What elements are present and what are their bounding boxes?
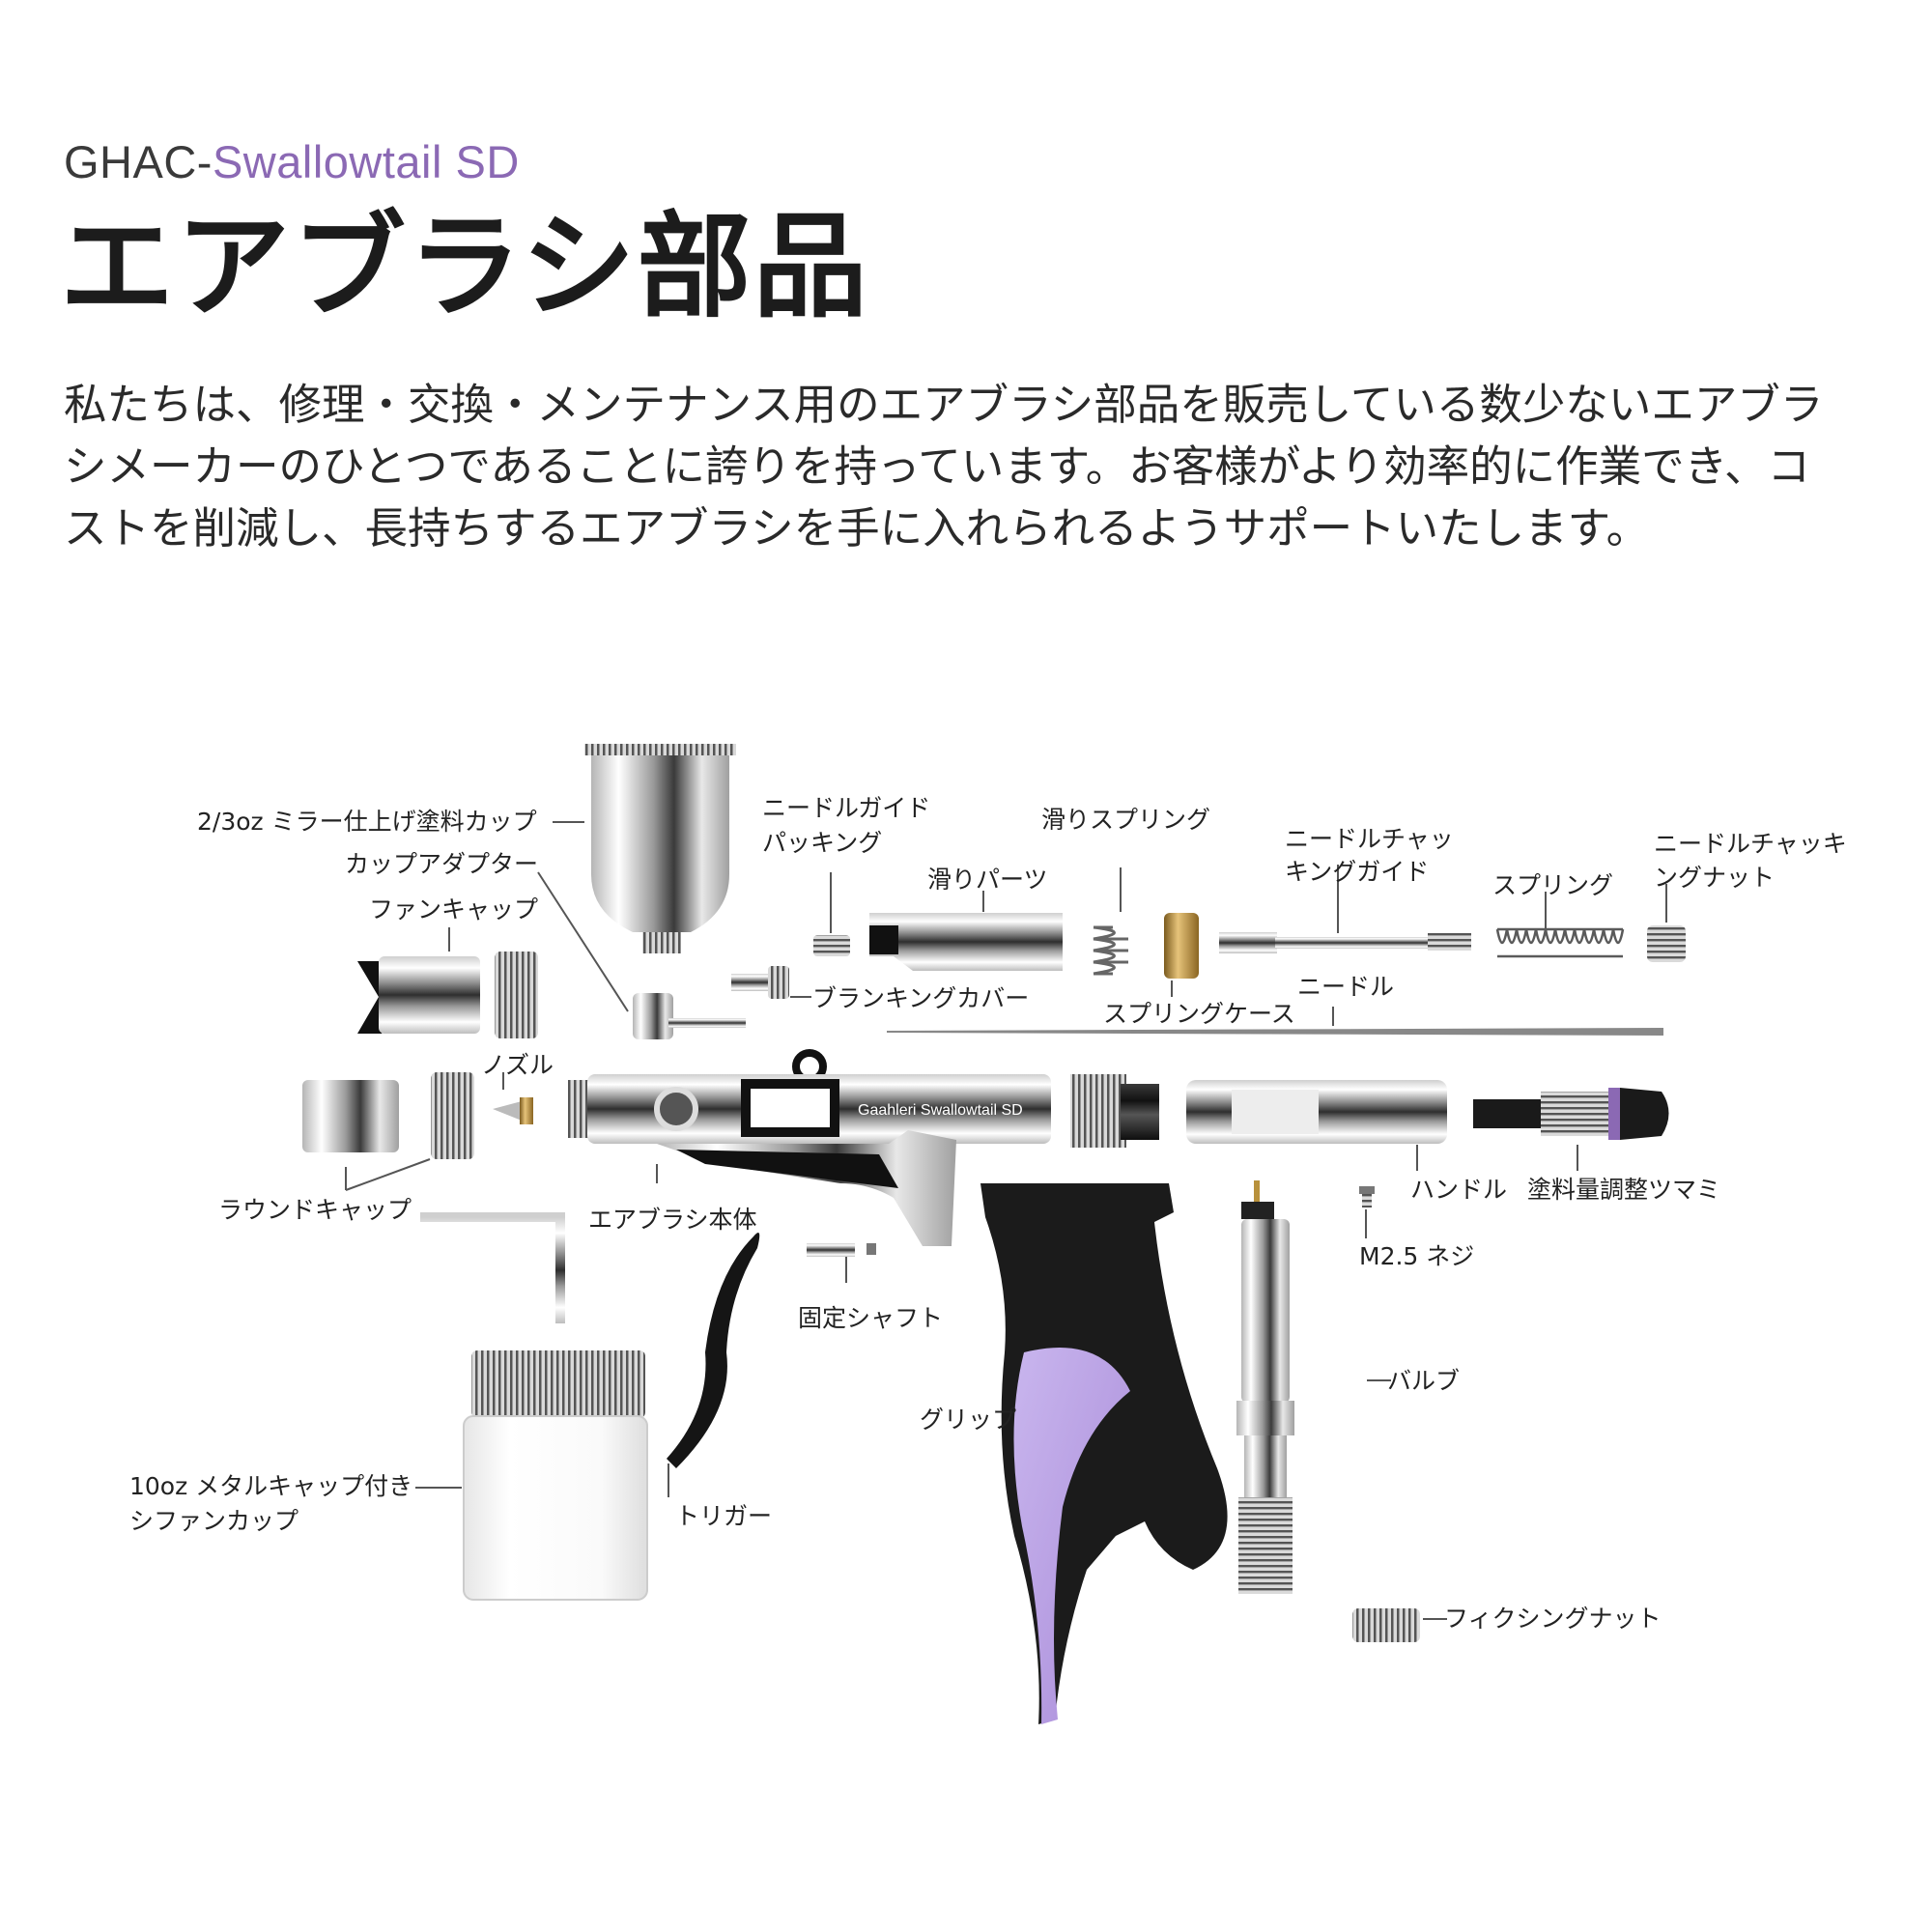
label-siphon-cup-1: 10oz メタルキャップ付き — [129, 1472, 413, 1500]
label-paint-adjust-knob: 塗料量調整ツマミ — [1527, 1176, 1721, 1204]
label-paint-cup: 2/3oz ミラー仕上げ塗料カップ — [197, 808, 537, 836]
brand-line: GHAC-Swallowtail SD — [64, 135, 520, 188]
label-fixing-nut: フィクシングナット — [1444, 1605, 1662, 1633]
grip-icon — [980, 1183, 1228, 1724]
label-slide-spring: 滑りスプリング — [1041, 806, 1211, 834]
intro-line: ストを削減し、長持ちするエアブラシを手に入れられるようサポートいたします。 — [64, 504, 1650, 554]
label-valve: バルブ — [1387, 1367, 1461, 1395]
needle-icon — [887, 1028, 1663, 1036]
label-round-cap: ラウンドキャップ — [218, 1196, 412, 1224]
leader-lines — [345, 821, 1667, 1620]
slide-spring-icon — [1093, 925, 1128, 976]
label-handle: ハンドル — [1410, 1176, 1508, 1204]
valve-icon — [1236, 1180, 1294, 1594]
label-chucking-nut-2: ングナット — [1654, 864, 1776, 892]
label-cup-adapter: カップアダプター — [345, 850, 539, 878]
label-nozzle: ノズル — [481, 1051, 554, 1079]
label-body: エアブラシ本体 — [588, 1206, 757, 1234]
fixing-nut-icon — [1352, 1608, 1420, 1642]
label-needle-guide-packing-2: パッキング — [762, 829, 883, 857]
siphon-cup-icon — [420, 1212, 648, 1601]
paint-cup-icon — [584, 744, 736, 953]
page-title: エアブラシ部品 — [60, 200, 869, 333]
label-needle: ニードル — [1297, 973, 1395, 1001]
needle-guide-packing-icon — [813, 935, 850, 956]
blanking-cover-icon — [731, 966, 789, 999]
label-grip: グリップ — [920, 1406, 1017, 1434]
nozzle-icon — [493, 1097, 533, 1124]
needle-chucking-guide-icon — [1219, 932, 1471, 953]
needle-chucking-nut-icon — [1647, 925, 1686, 962]
handle-icon — [1186, 1080, 1447, 1144]
label-needle-guide-packing-1: ニードルガイド — [762, 794, 931, 822]
spring-icon — [1495, 927, 1625, 958]
fan-cap-icon — [357, 952, 538, 1038]
label-slide-part: 滑りパーツ — [927, 866, 1048, 894]
handle-adapter-icon — [1070, 1074, 1159, 1148]
intro-line: シメーカーのひとつであることに誇りを持っています。お客様がより効率的に作業でき、… — [64, 442, 1811, 492]
label-screw: M2.5 ネジ — [1359, 1242, 1475, 1270]
label-blanking-cover: ブランキングカバー — [812, 984, 1030, 1012]
cup-adapter-icon — [633, 993, 746, 1039]
m25-screw-icon — [1359, 1186, 1375, 1208]
label-spring: スプリング — [1492, 871, 1614, 899]
label-siphon-cup-2: シファンカップ — [129, 1507, 299, 1535]
intro-paragraph: 私たちは、修理・交換・メンテナンス用のエアブラシ部品を販売している数少ないエアブ… — [64, 375, 1880, 560]
body-marking: Gaahleri Swallowtail SD — [858, 1102, 1023, 1119]
fixing-shaft-icon — [807, 1243, 876, 1257]
paint-adjust-knob-icon — [1473, 1088, 1669, 1140]
brand-model: Swallowtail SD — [212, 136, 520, 187]
label-chucking-guide-1: ニードルチャッ — [1285, 825, 1454, 853]
label-spring-case: スプリングケース — [1103, 1000, 1295, 1028]
label-chucking-guide-2: キングガイド — [1285, 858, 1430, 886]
airbrush-body-icon: Gaahleri Swallowtail SD — [568, 1049, 1051, 1246]
intro-line: 私たちは、修理・交換・メンテナンス用のエアブラシ部品を販売している数少ないエアブ… — [64, 381, 1824, 430]
label-fan-cap: ファンキャップ — [369, 895, 539, 923]
label-trigger: トリガー — [675, 1502, 773, 1530]
slide-part-icon — [869, 913, 1063, 971]
trigger-icon — [667, 1233, 760, 1468]
spring-case-icon — [1164, 913, 1199, 979]
brand-prefix: GHAC- — [64, 136, 213, 187]
round-cap-icon — [302, 1072, 474, 1159]
label-fixing-shaft: 固定シャフト — [798, 1304, 944, 1332]
label-chucking-nut-1: ニードルチャッキ — [1654, 830, 1847, 858]
